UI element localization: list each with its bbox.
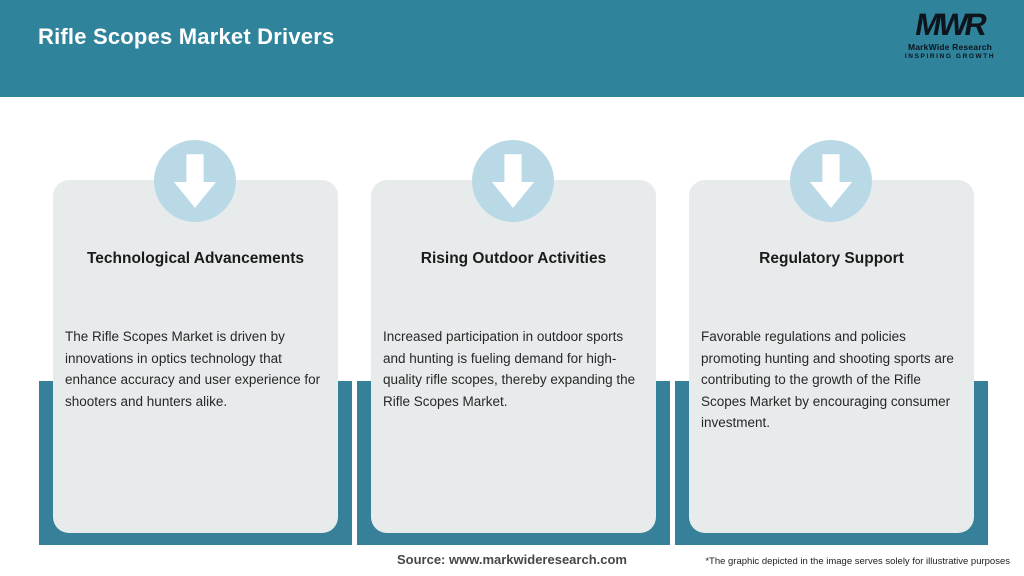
driver-card-rising-outdoor-activities: Rising Outdoor Activities Increased part… xyxy=(371,180,656,533)
down-arrow-icon xyxy=(472,140,554,222)
markwide-logo: MWR MarkWide Research INSPIRING GROWTH xyxy=(902,7,998,60)
page-title: Rifle Scopes Market Drivers xyxy=(38,24,335,49)
down-arrow-icon xyxy=(154,140,236,222)
driver-card-regulatory-support: Regulatory Support Favorable regulations… xyxy=(689,180,974,533)
mwr-monogram-icon: MWR xyxy=(912,7,988,42)
driver-card-technological-advancements: Technological Advancements The Rifle Sco… xyxy=(53,180,338,533)
card-title: Rising Outdoor Activities xyxy=(420,250,607,267)
header-bar: Rifle Scopes Market Drivers MWR MarkWide… xyxy=(0,0,1024,97)
card-body-text: Favorable regulations and policies promo… xyxy=(701,329,954,430)
card-body-text: The Rifle Scopes Market is driven by inn… xyxy=(65,329,321,409)
down-arrow-icon xyxy=(790,140,872,222)
card-title: Technological Advancements xyxy=(86,250,305,267)
source-link[interactable]: Source: www.markwideresearch.com xyxy=(396,552,627,567)
logo-tagline: INSPIRING GROWTH xyxy=(904,52,996,60)
card-body-text: Increased participation in outdoor sport… xyxy=(383,329,636,409)
disclaimer-text: *The graphic depicted in the image serve… xyxy=(705,556,1010,567)
card-title: Regulatory Support xyxy=(759,250,904,267)
logo-company-name: MarkWide Research xyxy=(907,42,993,52)
